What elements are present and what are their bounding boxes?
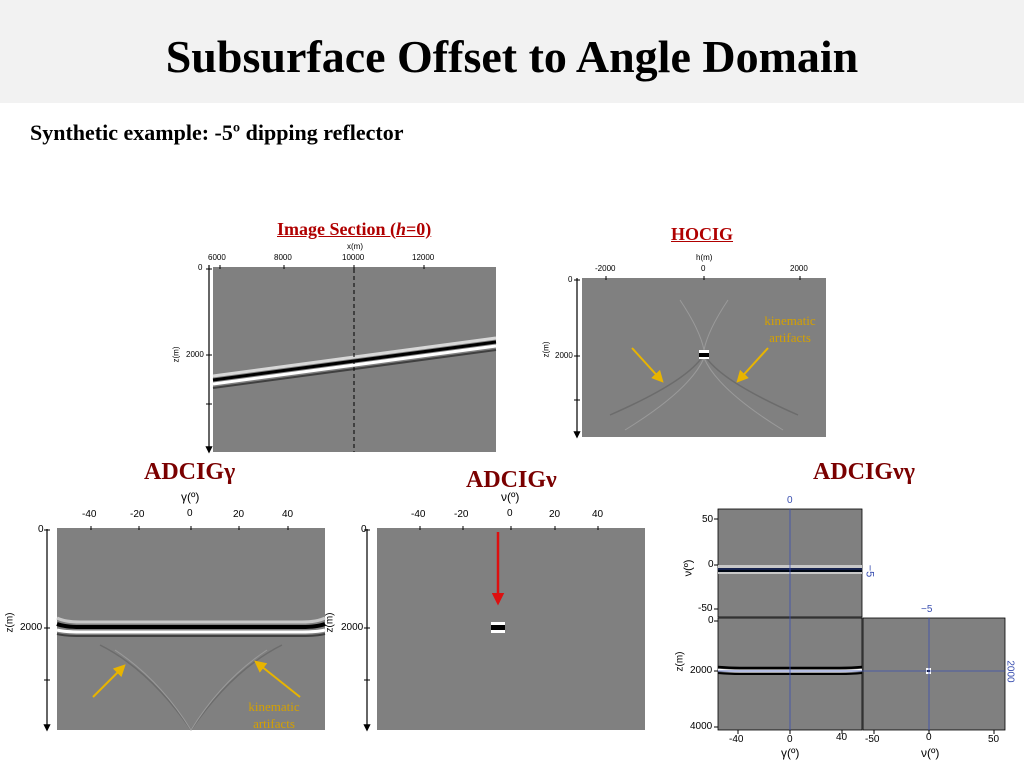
adcig-gamma-x-tick-neg20: -20 <box>130 509 145 520</box>
adcig-nu-gamma-nu-tick-50: 50 <box>702 514 714 525</box>
adcig-gamma-panel <box>43 526 326 732</box>
adcig-nu-z-label: z(m) <box>324 612 336 633</box>
adcig-nu-gamma-top-nu-label: ν(º) <box>682 559 695 577</box>
adcig-nu-gamma-panels <box>714 508 1006 734</box>
adcig-nu-gamma-right-nu-tick-50: 50 <box>988 734 1000 745</box>
adcig-nu-gamma-right-top-label: −5 <box>921 604 933 615</box>
adcig-nu-gamma-right-side-label: 2000 <box>1004 660 1016 683</box>
image-section-x-tick-8000: 8000 <box>274 253 292 262</box>
image-section-panel <box>205 265 497 454</box>
adcig-nu-gamma-right-nu-label: ν(º) <box>921 746 940 760</box>
adcig-gamma-z-tick-0: 0 <box>38 524 44 535</box>
adcig-nu-x-tick-40: 40 <box>592 509 604 520</box>
adcig-nu-label: ADCIGν <box>466 467 557 493</box>
adcig-nu-z-tick-0: 0 <box>361 524 367 535</box>
slide-subtitle: Synthetic example: -5º dipping reflector <box>30 120 404 145</box>
image-section-z-label: z(m) <box>171 346 181 363</box>
image-section-x-label: x(m) <box>347 242 363 251</box>
adcig-gamma-label: ADCIGγ <box>144 459 236 485</box>
adcig-nu-gamma-label: ADCIGνγ <box>813 459 915 485</box>
adcig-nu-gamma-gamma-tick-neg40: -40 <box>729 734 744 745</box>
adcig-nu-gamma-right-nu-tick-neg50: -50 <box>865 734 880 745</box>
adcig-nu-x-tick-neg20: -20 <box>454 509 469 520</box>
adcig-nu-gamma-right-nu-tick-0: 0 <box>926 732 932 743</box>
adcig-nu-x-tick-20: 20 <box>549 509 561 520</box>
adcig-nu-gamma-gamma-tick-40: 40 <box>836 732 848 743</box>
image-section-x-tick-10000: 10000 <box>342 253 365 262</box>
adcig-gamma-x-tick-0: 0 <box>187 508 193 519</box>
hocig-panel <box>573 276 826 439</box>
adcig-gamma-z-tick-2000: 2000 <box>20 622 43 633</box>
hocig-z-label: z(m) <box>541 341 551 358</box>
adcig-nu-gamma-z-label: z(m) <box>674 651 686 672</box>
adcig-nu-panel <box>363 526 645 732</box>
hocig-x-tick-2000: 2000 <box>790 264 808 273</box>
adcig-nu-x-label: ν(º) <box>501 490 520 504</box>
hocig-x-label: h(m) <box>696 253 713 262</box>
adcig-nu-z-tick-2000: 2000 <box>341 622 364 633</box>
adcig-nu-gamma-gamma-label: γ(º) <box>781 746 800 760</box>
title-band <box>0 0 1024 103</box>
adcig-gamma-x-tick-20: 20 <box>233 509 245 520</box>
image-section-title: Image Section (h=0) <box>277 219 432 239</box>
hocig-z-tick-0: 0 <box>568 275 573 284</box>
adcig-nu-x-tick-neg40: -40 <box>411 509 426 520</box>
hocig-title: HOCIG <box>671 224 734 244</box>
adcig-nu-gamma-z-tick-0: 0 <box>708 615 714 626</box>
adcig-nu-gamma-top-side-label: −5 <box>863 564 876 578</box>
adcig-nu-gamma-top-line-label: 0 <box>787 495 793 506</box>
slide-title: Subsurface Offset to Angle Domain <box>165 31 859 82</box>
adcig-gamma-x-label: γ(º) <box>181 490 200 504</box>
adcig-nu-gamma-z-tick-4000: 4000 <box>690 721 713 732</box>
adcig-nu-x-tick-0: 0 <box>507 508 513 519</box>
adcig-nu-gamma-nu-tick-neg50: -50 <box>698 603 713 614</box>
adcig-nu-gamma-z-tick-2000: 2000 <box>690 665 713 676</box>
hocig-x-tick-neg2000: -2000 <box>595 264 616 273</box>
adcig-nu-gamma-nu-tick-0: 0 <box>708 559 714 570</box>
adcig-nu-gamma-gamma-tick-0: 0 <box>787 734 793 745</box>
hocig-z-tick-2000: 2000 <box>555 351 573 360</box>
adcig-gamma-z-label: z(m) <box>4 612 16 633</box>
image-section-x-tick-6000: 6000 <box>208 253 226 262</box>
adcig-gamma-x-tick-neg40: -40 <box>82 509 97 520</box>
image-section-z-tick-0: 0 <box>198 263 203 272</box>
hocig-x-tick-0: 0 <box>701 264 706 273</box>
image-section-z-tick-2000: 2000 <box>186 350 204 359</box>
adcig-gamma-x-tick-40: 40 <box>282 509 294 520</box>
image-section-x-tick-12000: 12000 <box>412 253 435 262</box>
